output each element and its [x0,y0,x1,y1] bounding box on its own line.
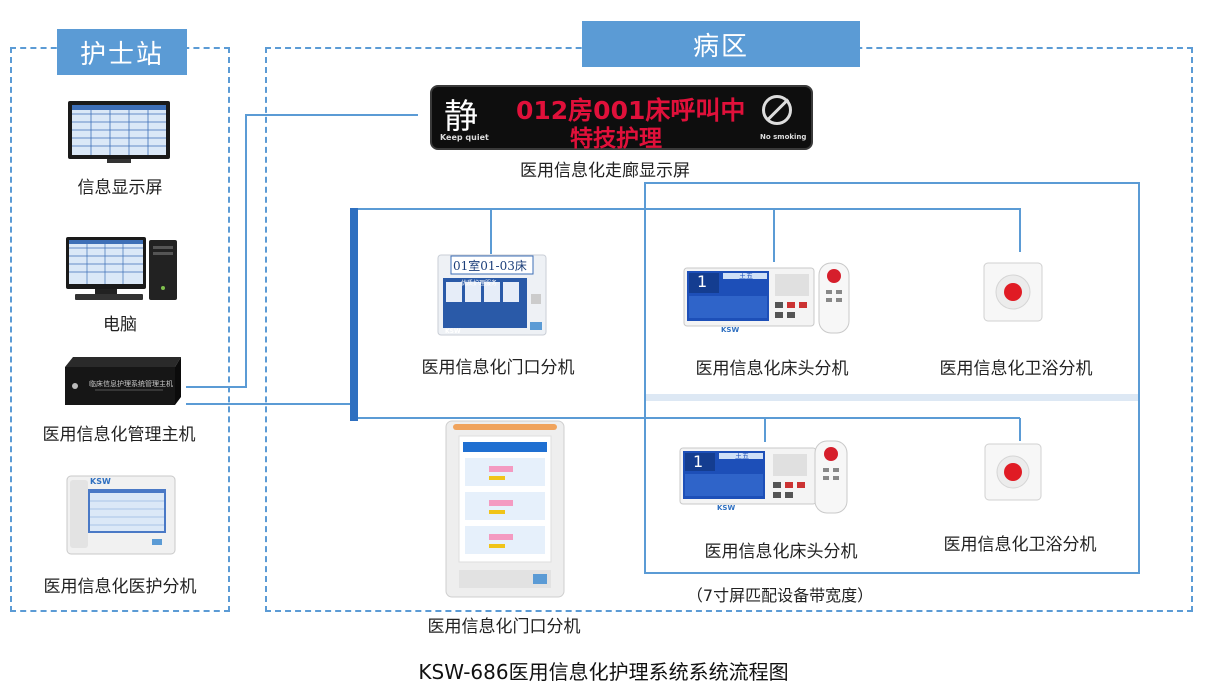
door-unit-1-icon: 01室01-03床 优质护理服务 KSW [437,254,547,336]
rooms-frame [644,182,1140,574]
bedside-unit-2-label: 医用信息化床头分机 [704,542,858,562]
host-panel-text: 临床信息护理系统管理主机 [89,380,173,388]
terminal-brand: KSW [90,477,111,486]
bedside-unit-1-icon: 1 王五 KSW [683,262,858,338]
door-unit-1-screen: 01室01-03床 [453,259,527,273]
medical-terminal-label: 医用信息化医护分机 [43,577,197,597]
bath-unit-2-label: 医用信息化卫浴分机 [943,535,1097,555]
keep-quiet-text: Keep quiet [440,133,489,142]
bath-unit-2-icon [984,443,1042,501]
ward-header: 病区 [582,21,860,67]
wire-top-branch [358,208,1021,252]
room-divider [646,394,1138,401]
computer-icon [66,237,177,300]
bedside-1-name: 王五 [739,272,753,280]
management-host-icon: 临床信息护理系统管理主机 [63,355,183,407]
no-smoking-icon [762,95,792,125]
door-unit-1-subtitle: 优质护理服务 [461,280,498,287]
door-unit-1-label: 医用信息化门口分机 [421,358,575,378]
bath-unit-1-icon [983,262,1043,322]
info-screen-label: 信息显示屏 [77,178,163,198]
keep-quiet-glyph: 静 [444,97,478,137]
computer-label: 电脑 [103,315,137,335]
bedside-unit-1-label: 医用信息化床头分机 [695,359,849,379]
bedside-2-name: 王五 [735,452,749,460]
info-screen-icon [68,101,170,163]
ward-bus-bar [350,208,358,421]
bedside-2-brand: KSW [717,504,736,512]
bedside-1-brand: KSW [721,326,740,334]
corridor-care-line: 特技护理 [570,126,662,152]
diagram-title: KSW-686医用信息化护理系统系统流程图 [418,660,789,684]
no-smoking-text: No smoking [760,133,807,141]
corridor-display: 静 Keep quiet 012房001床呼叫中 特技护理 No smoking [430,85,813,152]
screen-width-note: （7寸屏匹配设备带宽度） [686,586,874,605]
bath-unit-1-label: 医用信息化卫浴分机 [939,359,1093,379]
nurse-station-header: 护士站 [57,29,187,75]
bedside-2-number: 1 [693,452,704,471]
medical-terminal-icon: KSW [66,475,176,555]
corridor-display-label: 医用信息化走廊显示屏 [520,161,690,181]
door-unit-2-label: 医用信息化门口分机 [427,617,581,637]
corridor-call-line: 012房001床呼叫中 [516,96,746,125]
wire-host-to-corridor [186,114,418,388]
door-unit-1-brand: KSW [445,328,461,335]
bedside-unit-2-icon: 1 王五 KSW [679,440,861,518]
bedside-1-number: 1 [697,272,708,291]
management-host-label: 医用信息化管理主机 [42,425,196,445]
door-unit-2-icon [445,420,565,598]
